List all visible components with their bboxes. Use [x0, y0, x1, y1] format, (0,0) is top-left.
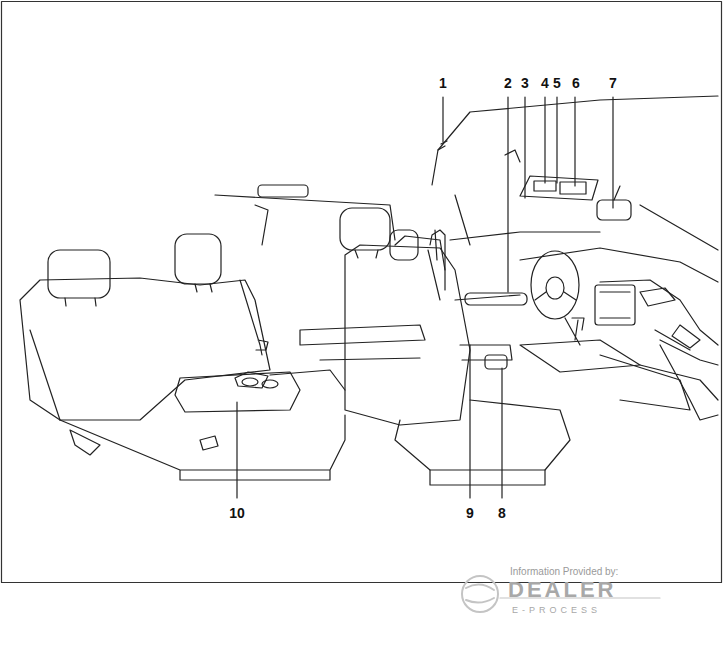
watermark-text: E-PROCESS [512, 606, 601, 615]
callout-number: 2 [504, 76, 512, 90]
watermark-logo: DEALER [508, 579, 616, 601]
callout-number: 10 [229, 506, 245, 520]
callout-number: 5 [553, 76, 561, 90]
callout-number: 9 [466, 506, 474, 520]
callout-number: 4 [541, 76, 549, 90]
callout-number: 8 [498, 506, 506, 520]
callout-number: 6 [572, 76, 580, 90]
watermark-text: Information Provided by: [510, 567, 618, 577]
callout-number: 1 [439, 76, 447, 90]
callout-number: 3 [521, 76, 529, 90]
callout-number: 7 [609, 76, 617, 90]
